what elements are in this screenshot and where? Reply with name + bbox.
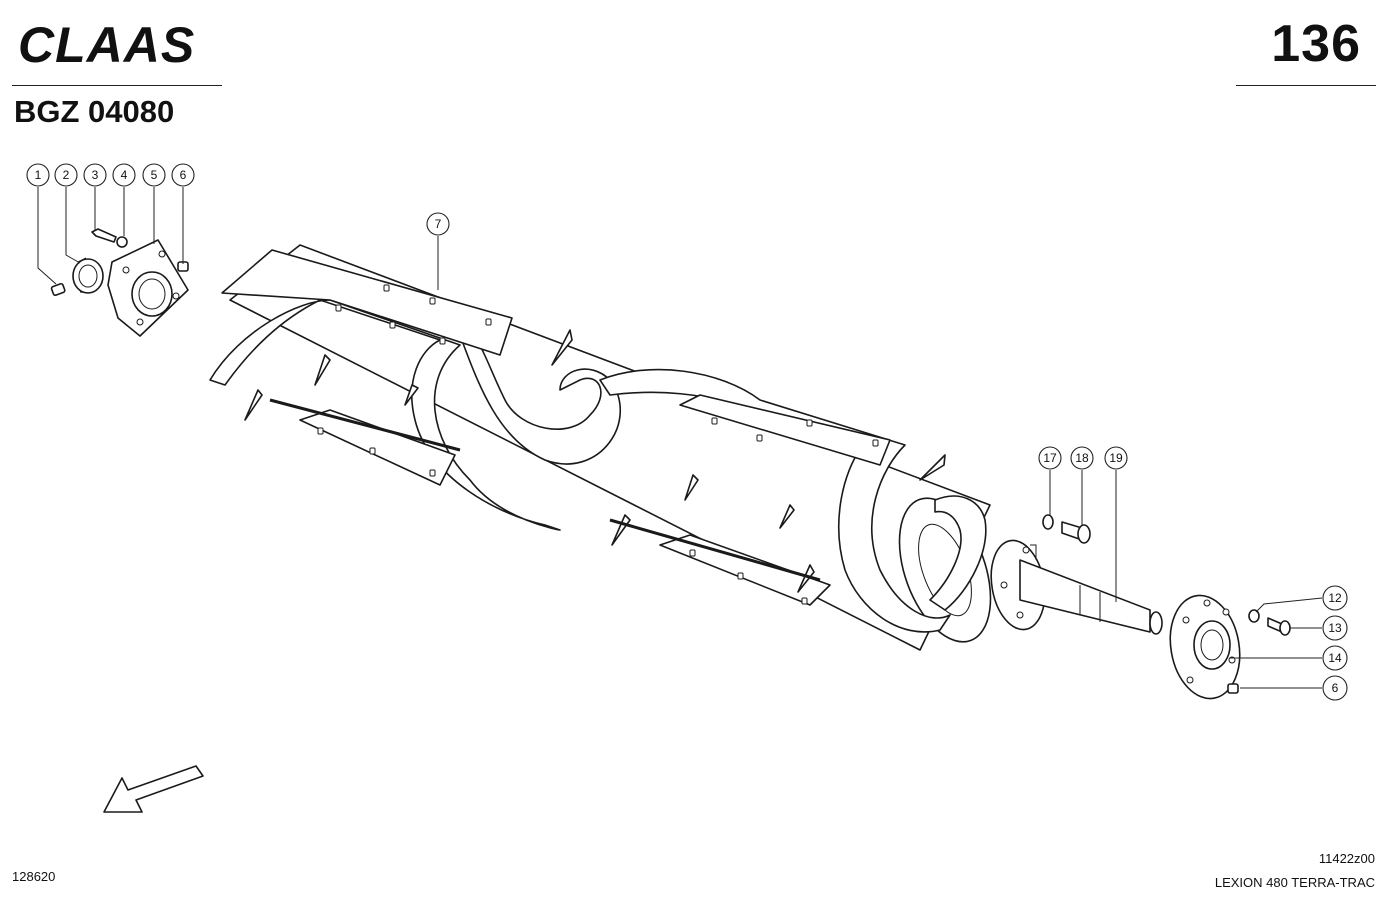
callout-6-left: 6 (171, 163, 195, 187)
callout-19: 19 (1104, 446, 1128, 470)
callout-5: 5 (142, 163, 166, 187)
part-auger-plates (221, 249, 891, 606)
callout-2: 2 (54, 163, 78, 187)
part-bearing-ring (72, 257, 104, 294)
callout-6-right: 6 (1322, 675, 1348, 701)
svg-text:18: 18 (1075, 451, 1089, 465)
svg-text:5: 5 (151, 168, 158, 182)
part-bolt-13 (1267, 617, 1291, 636)
model-name: LEXION 480 TERRA-TRAC (1214, 875, 1375, 890)
claas-logo: CLAAS (18, 22, 195, 68)
callout-3: 3 (83, 163, 107, 187)
part-washer-left (116, 236, 128, 248)
part-stub-shaft-19 (990, 539, 1163, 635)
callout-1: 1 (26, 163, 50, 187)
svg-text:6: 6 (1332, 681, 1339, 695)
callout-14: 14 (1322, 645, 1348, 671)
group-code: BGZ 04080 (14, 94, 175, 129)
callout-4: 4 (112, 163, 136, 187)
leader-lines (37, 187, 1323, 689)
direction-arrow-icon (103, 765, 204, 813)
drawing-number: 11422z00 (1318, 851, 1375, 866)
document-number: 128620 (12, 869, 56, 884)
svg-text:3: 3 (92, 168, 99, 182)
svg-text:6: 6 (180, 168, 187, 182)
part-bolt-18 (1061, 521, 1091, 544)
header-rule-left (12, 85, 222, 86)
part-grease-nipple (50, 282, 66, 296)
part-washer-12 (1248, 609, 1260, 623)
svg-text:1: 1 (35, 168, 42, 182)
part-washer-17 (1042, 514, 1054, 530)
part-auger-fingers (244, 329, 946, 593)
callout-7: 7 (426, 212, 450, 236)
svg-text:17: 17 (1043, 451, 1057, 465)
svg-text:19: 19 (1109, 451, 1123, 465)
callout-12: 12 (1322, 585, 1348, 611)
part-right-bearing-flange (1169, 594, 1241, 700)
header-rule-right (1236, 85, 1376, 86)
svg-text:12: 12 (1328, 591, 1342, 605)
part-nut-right (1227, 683, 1239, 694)
svg-text:2: 2 (63, 168, 70, 182)
svg-text:CLAAS: CLAAS (18, 22, 195, 68)
svg-text:13: 13 (1328, 621, 1342, 635)
svg-text:7: 7 (435, 217, 442, 231)
part-bolt-left (91, 228, 117, 243)
callout-17: 17 (1038, 446, 1062, 470)
callout-13: 13 (1322, 615, 1348, 641)
page-number: 136 (1271, 15, 1361, 73)
svg-text:14: 14 (1328, 651, 1342, 665)
svg-text:4: 4 (121, 168, 128, 182)
part-flange-bearing-housing (107, 239, 189, 337)
callout-18: 18 (1070, 446, 1094, 470)
